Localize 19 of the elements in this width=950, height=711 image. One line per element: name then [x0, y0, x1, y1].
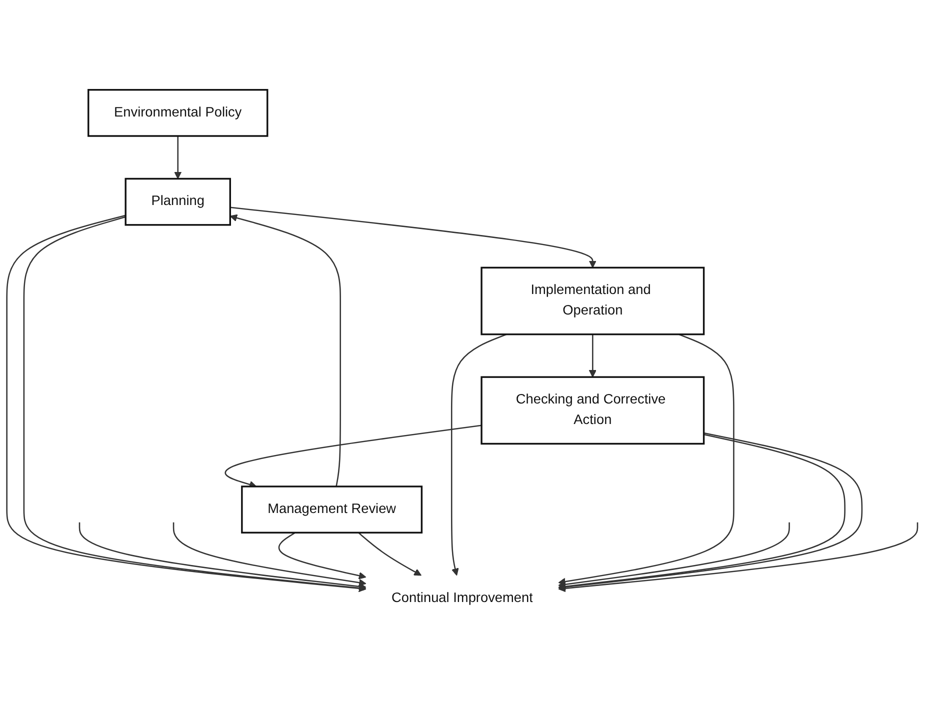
arrow [278, 532, 366, 580]
arrow [558, 522, 918, 592]
process-box: Implementation and Operation [480, 266, 705, 335]
process-box: Management Review [241, 485, 423, 534]
arrow [558, 522, 790, 588]
arrow [558, 334, 734, 586]
arrow [230, 214, 341, 486]
process-box: Checking and Corrective Action [480, 376, 705, 444]
arrow [78, 522, 366, 590]
arrow [172, 522, 366, 586]
arrow [230, 206, 596, 268]
arrow [588, 334, 596, 378]
center-text: Continual Improvement [392, 590, 533, 606]
process-box: Planning [124, 178, 231, 226]
process-box: Environmental Policy [88, 88, 268, 137]
arrow [450, 334, 507, 576]
arrow [174, 136, 182, 179]
arrow [224, 424, 482, 488]
arrow [358, 532, 422, 576]
